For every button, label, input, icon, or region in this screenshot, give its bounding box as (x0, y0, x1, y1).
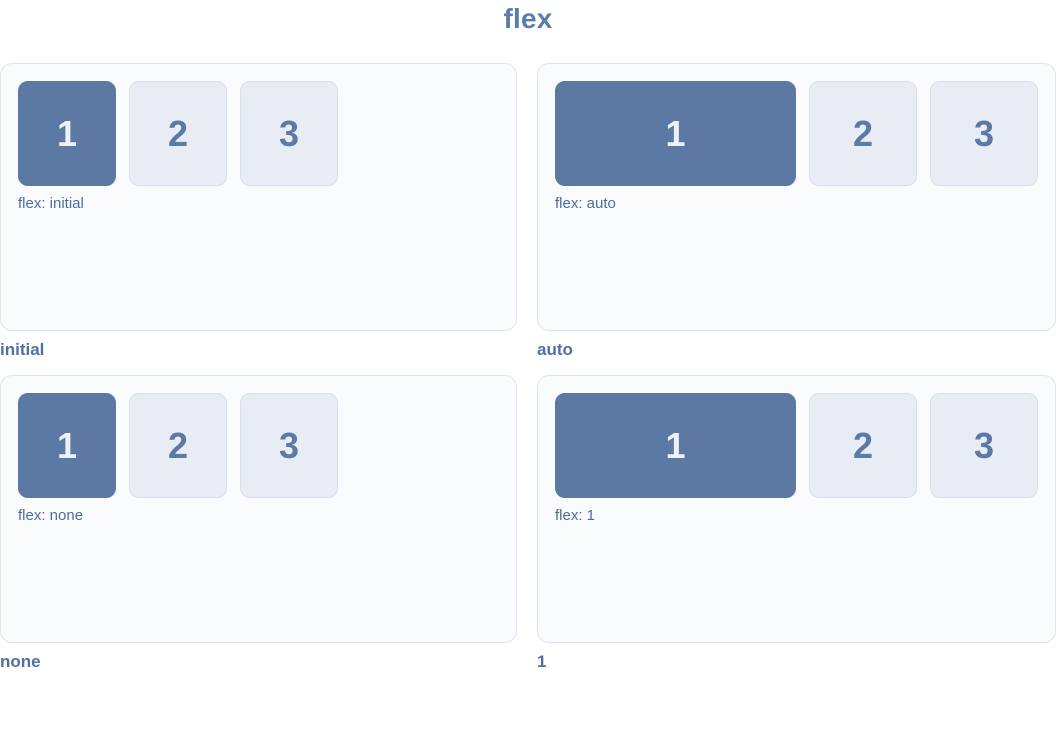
flex-item-2: 2 (809, 81, 917, 186)
flex-css-label: flex: 1 (555, 507, 596, 524)
demo-cell-none: 1 2 3 flex: none none (0, 375, 517, 673)
flex-cheatsheet-page: flex 1 2 3 flex: initial initial 1 2 3 (0, 3, 1056, 673)
flex-items-row: 1 2 3 (18, 393, 499, 498)
flex-item-1: 1 (18, 81, 116, 186)
flex-item-3: 3 (930, 81, 1038, 186)
flex-demo-panel-1: 1 2 3 flex: 1 (537, 375, 1056, 643)
flex-item-1: 1 (555, 81, 796, 186)
flex-item-1: 1 (18, 393, 116, 498)
panel-caption-initial: initial (0, 340, 45, 359)
flex-items-row: 1 2 3 (555, 393, 1038, 498)
flex-items-row: 1 2 3 (18, 81, 499, 186)
flex-item-2: 2 (129, 81, 227, 186)
flex-css-label: flex: initial (18, 195, 84, 212)
demo-cell-1: 1 2 3 flex: 1 1 (537, 375, 1056, 673)
flex-css-label: flex: none (18, 507, 84, 524)
flex-item-3: 3 (240, 393, 338, 498)
flex-item-2: 2 (129, 393, 227, 498)
flex-item-3: 3 (240, 81, 338, 186)
flex-item-2: 2 (809, 393, 917, 498)
flex-demo-panel-auto: 1 2 3 flex: auto (537, 63, 1056, 331)
flex-item-1: 1 (555, 393, 796, 498)
panel-caption-none: none (0, 652, 41, 671)
demo-cell-auto: 1 2 3 flex: auto auto (537, 63, 1056, 361)
flex-items-row: 1 2 3 (555, 81, 1038, 186)
page-title: flex (503, 3, 553, 34)
panel-caption-1: 1 (537, 652, 547, 671)
flex-css-label: flex: auto (555, 195, 616, 212)
panel-caption-auto: auto (537, 340, 573, 359)
demo-grid: 1 2 3 flex: initial initial 1 2 3 flex: … (0, 63, 1056, 673)
flex-demo-panel-none: 1 2 3 flex: none (0, 375, 517, 643)
flex-item-3: 3 (930, 393, 1038, 498)
demo-cell-initial: 1 2 3 flex: initial initial (0, 63, 517, 361)
flex-demo-panel-initial: 1 2 3 flex: initial (0, 63, 517, 331)
